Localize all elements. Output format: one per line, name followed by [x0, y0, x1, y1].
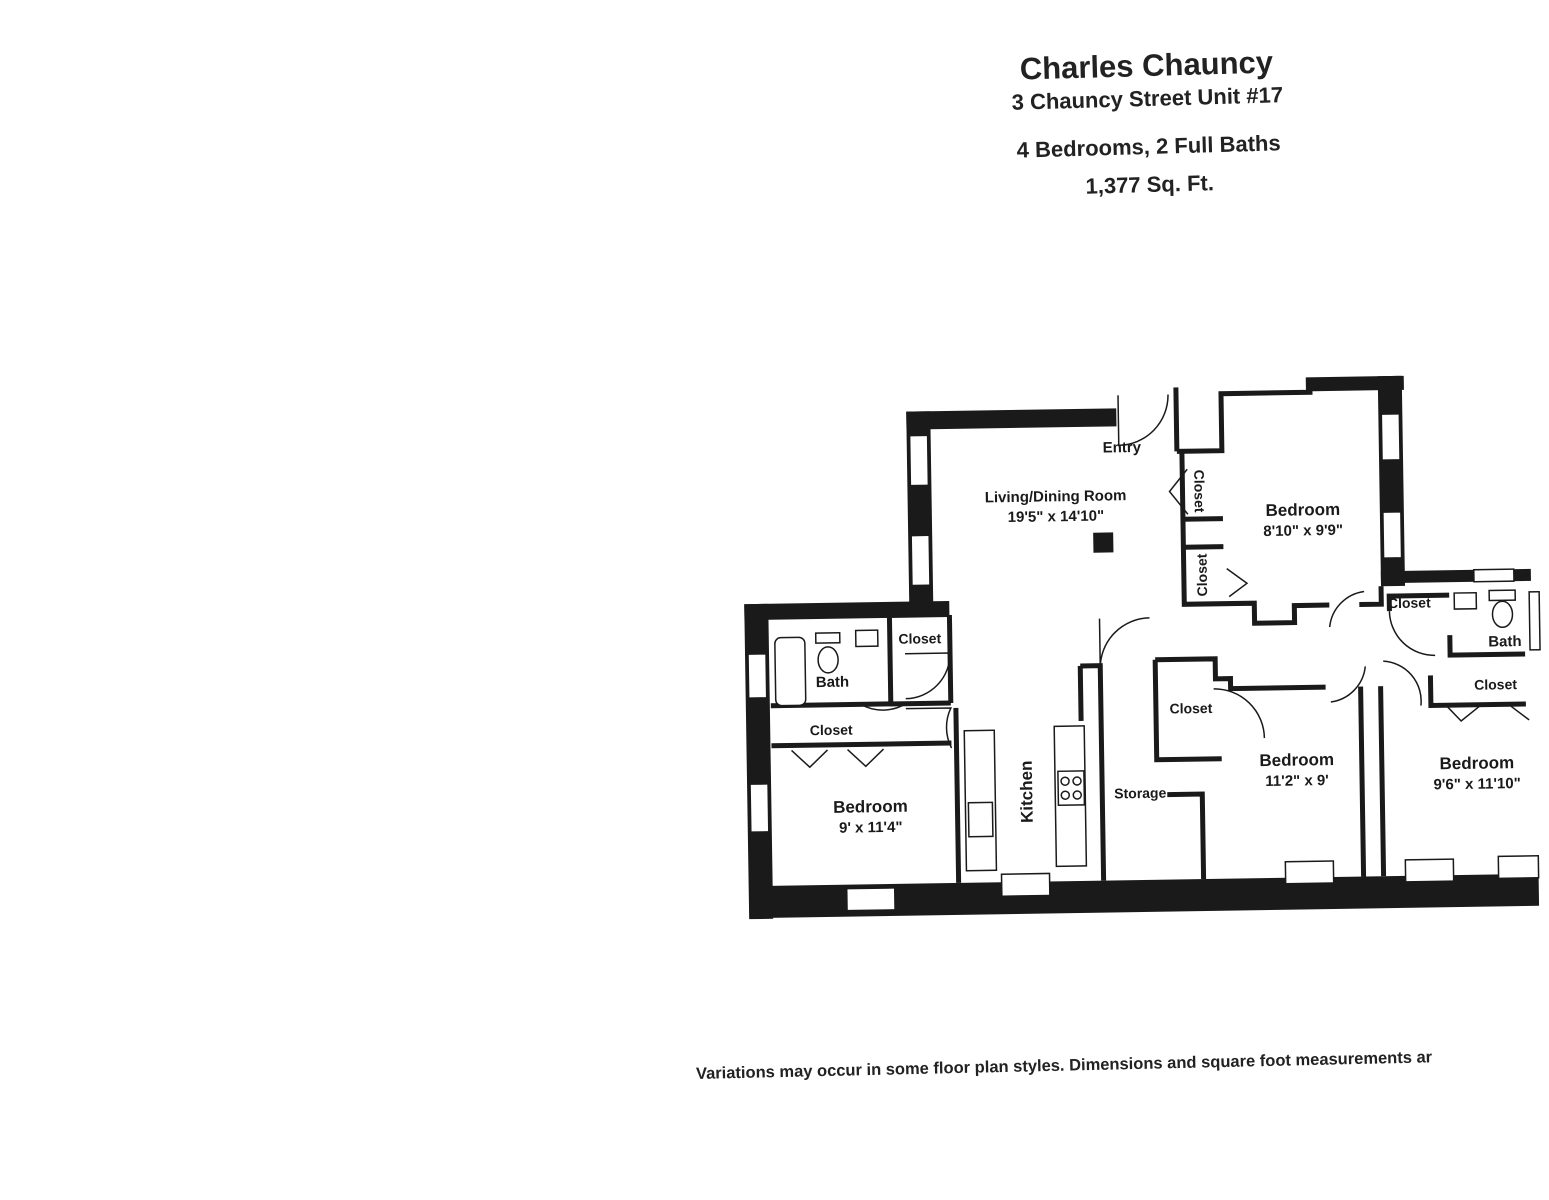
- closet-label-bath-east: Closet: [1388, 594, 1431, 611]
- bedroom-sw-size: 9' x 11'4": [839, 819, 903, 837]
- entry-label: Entry: [1103, 439, 1142, 457]
- column: [1093, 532, 1114, 553]
- windows: [747, 413, 1540, 912]
- storage-label: Storage: [1114, 785, 1167, 802]
- bedroom-s-size: 11'2" x 9': [1265, 772, 1329, 790]
- closet-label-entry: Closet: [1191, 470, 1208, 513]
- bedroom-s-label: Bedroom: [1259, 750, 1334, 770]
- bath-label-west: Bath: [816, 674, 850, 692]
- room-labels: Entry Living/Dining Room 19'5" x 14'10" …: [810, 439, 1522, 837]
- bedroom-se-size: 9'6" x 11'10": [1433, 775, 1521, 793]
- bedroom-sw-label: Bedroom: [833, 797, 908, 817]
- closet-label-bedroom-sw: Closet: [810, 722, 853, 739]
- bath-sink: [854, 629, 879, 648]
- bedroom-ne-label: Bedroom: [1265, 500, 1340, 520]
- living-room-label: Living/Dining Room: [985, 487, 1127, 506]
- toilet: [817, 646, 839, 674]
- east-bath-sink: [1453, 591, 1478, 610]
- closet-label-bedroom-s: Closet: [1169, 700, 1212, 717]
- kitchen-label: Kitchen: [1017, 760, 1037, 823]
- fixtures: [774, 589, 1541, 872]
- bedroom-ne-size: 8'10" x 9'9": [1263, 522, 1343, 540]
- closet-label-bedroom-ne: Closet: [1193, 553, 1210, 596]
- bedroom-se-label: Bedroom: [1439, 753, 1514, 773]
- door-swings: [791, 394, 1530, 769]
- closet-label-bedroom-se: Closet: [1474, 676, 1517, 693]
- east-bathtub: [1528, 590, 1541, 651]
- kitchen-counter-west: [963, 729, 998, 872]
- kitchen-sink: [967, 801, 994, 838]
- stove: [1057, 770, 1086, 807]
- living-room-size: 19'5" x 14'10": [1008, 508, 1105, 527]
- bathtub: [774, 636, 807, 707]
- closet-label-bath-west: Closet: [898, 630, 941, 647]
- east-toilet: [1491, 600, 1514, 629]
- bath-label-east: Bath: [1488, 633, 1522, 651]
